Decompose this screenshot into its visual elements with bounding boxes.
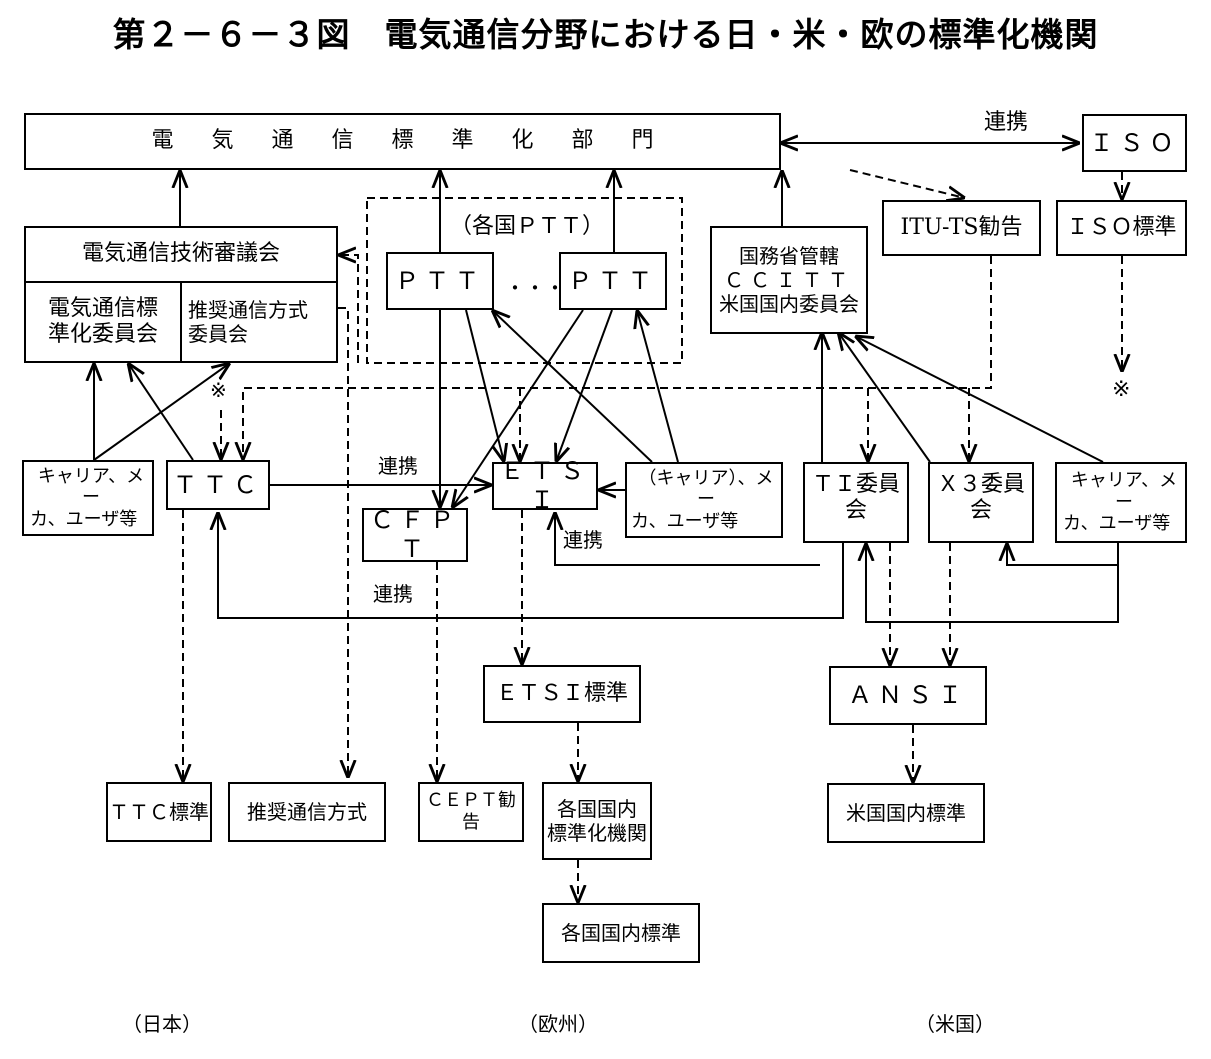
national-standard-box: 各国国内標準 bbox=[542, 903, 700, 963]
eu-stake-line-2: カ、ユーザ等 bbox=[631, 510, 739, 532]
dash-top-to-itu-rec bbox=[849, 169, 965, 198]
arrow-jp-stake-to-reccomm bbox=[93, 363, 230, 461]
arrow-us-stake-to-x3 bbox=[1007, 543, 1119, 566]
us-stake-line-1: キャリア、メー bbox=[1070, 470, 1178, 513]
cfpt-box: ＣＦＰＴ bbox=[362, 506, 468, 563]
arrow-ptt1-to-etsi bbox=[465, 309, 504, 462]
jp-stake-line-1: キャリア、メー bbox=[37, 465, 145, 509]
note-mark-japan: ※ bbox=[210, 378, 227, 402]
state-dept-line-2: ＣＣＩＴＴ bbox=[724, 268, 854, 292]
ptt-group-label: （各国ＰＴＴ） bbox=[450, 214, 605, 239]
national-standardization-bodies-box: 各国国内 標準化機関 bbox=[542, 782, 652, 860]
dash-itu-rec-distribution bbox=[243, 256, 992, 460]
recommended-system-box: 推奨通信方式 bbox=[228, 782, 386, 842]
link-label-etsi: 連携 bbox=[563, 528, 603, 552]
us-stakeholders-box: キャリア、メー カ、ユーザ等 bbox=[1055, 462, 1187, 543]
ptt-group-frame bbox=[366, 197, 683, 364]
etsi-box: ＥＴＳＩ bbox=[492, 457, 598, 514]
state-dept-line-3: 米国国内委員会 bbox=[719, 292, 859, 316]
arrow-x3-to-state bbox=[838, 332, 931, 463]
ttc-box: ＴＴＣ bbox=[166, 460, 270, 510]
itu-ts-recommendation-box: ITU-TS勧告 bbox=[882, 200, 1041, 256]
arrow-ptt2-to-etsi bbox=[556, 309, 613, 462]
rec-committee-line-2: 委員会 bbox=[188, 322, 248, 346]
link-label-ttc-etsi: 連携 bbox=[378, 454, 418, 478]
cept-recommendation-box: ＣＥＰＴ勧告 bbox=[418, 782, 524, 842]
japan-stakeholders-box: キャリア、メー カ、ユーザ等 bbox=[22, 460, 154, 536]
ansi-box: ＡＮＳＩ bbox=[829, 666, 987, 725]
us-stake-line-2: カ、ユーザ等 bbox=[1063, 513, 1171, 535]
x3-committee-box: Ｘ３委員会 bbox=[928, 462, 1034, 543]
arrow-us-stake-to-state bbox=[855, 336, 1104, 463]
etsi-standard-box: ＥＴＳＩ標準 bbox=[483, 665, 641, 723]
dash-rec-to-rectypes bbox=[338, 307, 348, 778]
rec-committee-line-1: 推奨通信方式 bbox=[188, 298, 308, 322]
state-dept-line-1: 国務省管轄 bbox=[739, 244, 839, 268]
arrow-us-stake-to-t1 bbox=[866, 543, 1119, 623]
link-label-iso: 連携 bbox=[984, 110, 1029, 135]
europe-stakeholders-box: （キャリア）、メー カ、ユーザ等 bbox=[625, 462, 783, 538]
iso-box: ＩＳＯ bbox=[1082, 114, 1187, 172]
telecom-technology-council: 電気通信技術審議会 bbox=[24, 226, 338, 283]
ptt-ellipsis: ・・・ bbox=[505, 276, 565, 300]
link-label-cfpt: 連携 bbox=[373, 582, 413, 606]
arrow-eu-stake-to-ptt1 bbox=[492, 310, 653, 463]
eu-stake-line-1: （キャリア）、メー bbox=[638, 467, 774, 511]
itu-standardization-sector: 電気通信標準化部門 bbox=[24, 113, 781, 170]
note-mark-iso: ※ bbox=[1112, 377, 1131, 402]
region-label-japan: （日本） bbox=[122, 1012, 202, 1036]
arrow-eu-stake-to-ptt2 bbox=[637, 310, 679, 463]
dash-ptt-to-council bbox=[338, 255, 359, 363]
national-bodies-line-2: 標準化機関 bbox=[547, 821, 647, 845]
t1-committee-box: ＴＩ委員会 bbox=[803, 462, 909, 543]
arrow-ptt2-to-cfpt bbox=[452, 309, 584, 508]
national-bodies-line-1: 各国国内 bbox=[557, 797, 637, 821]
arrow-t1-to-etsi bbox=[555, 512, 820, 566]
us-standard-box: 米国国内標準 bbox=[827, 783, 985, 843]
iso-standard-box: ＩＳＯ標準 bbox=[1056, 200, 1187, 256]
region-label-us: （米国） bbox=[915, 1012, 995, 1036]
figure-title: 第２－６－３図 電気通信分野における日・米・欧の標準化機関 bbox=[112, 15, 1099, 54]
ptt-box-1: ＰＴＴ bbox=[386, 252, 494, 310]
state-dept-ccitt-committee-box: 国務省管轄 ＣＣＩＴＴ 米国国内委員会 bbox=[710, 226, 868, 334]
jp-stake-line-2: カ、ユーザ等 bbox=[30, 508, 138, 530]
std-committee-line-2: 準化委員会 bbox=[47, 322, 158, 347]
std-committee-line-1: 電気通信標 bbox=[47, 295, 158, 321]
arrow-t1-loop-to-ttc bbox=[218, 512, 844, 619]
region-label-europe: （欧州） bbox=[518, 1012, 598, 1036]
ptt-box-2: ＰＴＴ bbox=[559, 252, 667, 310]
telecom-standardization-committee: 電気通信標 準化委員会 bbox=[24, 281, 182, 363]
recommended-system-committee: 推奨通信方式 委員会 bbox=[180, 281, 338, 363]
ttc-standard-box: ＴＴＣ標準 bbox=[106, 782, 212, 842]
